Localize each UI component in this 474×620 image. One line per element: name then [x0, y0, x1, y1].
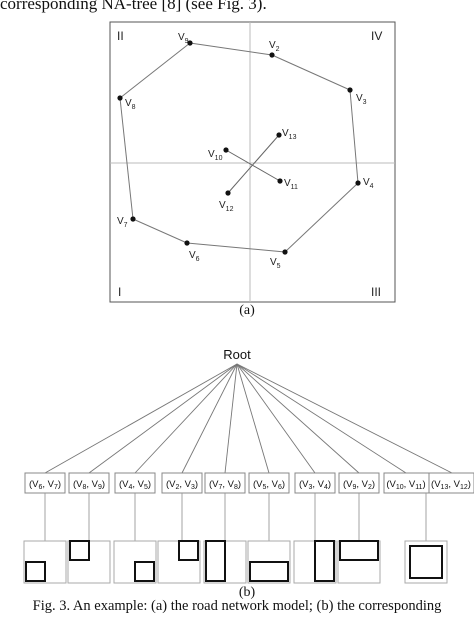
vertex-label-v7: V7	[117, 216, 128, 229]
tree-branch	[236, 363, 316, 474]
tree-node: (V5, V6)	[248, 472, 290, 494]
vertex-label-v13: V13	[282, 128, 297, 141]
road-network-figure: II IV I III	[23, 21, 474, 584]
leaf-mbr	[23, 540, 67, 584]
leaf-mbr	[67, 540, 111, 584]
leaf-mbr-row	[23, 540, 448, 584]
vertex-point-v11	[277, 178, 283, 184]
quadrant-label-3: III	[371, 285, 381, 299]
tree-branch	[134, 363, 238, 474]
tree-branch	[224, 363, 238, 474]
svg-text:(V7, V8): (V7, V8)	[209, 479, 241, 491]
tree-branch	[44, 363, 238, 474]
road-edge	[119, 97, 134, 220]
vertex-label-v12: V12	[219, 200, 234, 213]
svg-text:(V2, V3): (V2, V3)	[166, 479, 198, 491]
vertex-label-v10: V10	[208, 149, 223, 162]
tree-branch	[236, 363, 360, 474]
body-text-line: corresponding NA-tree [8] (see Fig. 3).	[0, 0, 267, 13]
quadrant-label-1: I	[118, 285, 121, 299]
vertex-point-v7	[130, 216, 136, 222]
leaf-mbr	[113, 540, 157, 584]
vertex-point-v5	[282, 249, 288, 255]
leaf-mbr	[293, 540, 337, 584]
road-edge	[225, 149, 281, 182]
road-edge	[119, 42, 191, 99]
svg-text:(V3, V4): (V3, V4)	[299, 479, 331, 491]
vertex-point-v10	[223, 147, 229, 153]
road-edge	[186, 242, 286, 253]
vertex-point-v3	[347, 87, 353, 93]
inner-roads	[225, 134, 281, 194]
tree-branch	[181, 363, 238, 474]
vertex-label-v5: V5	[270, 257, 281, 270]
figure-caption: Fig. 3. An example: (a) the road network…	[32, 598, 442, 614]
tree-node: (V13, V12)	[428, 472, 474, 494]
vertex-dots	[117, 40, 361, 255]
quadrant-label-2: II	[117, 29, 124, 43]
tree-branches	[44, 363, 453, 474]
quadrant-label-4: IV	[371, 29, 382, 43]
tree-branch	[88, 363, 238, 474]
tree-branch	[236, 363, 407, 474]
road-edge	[189, 42, 273, 56]
tree-node: (V7, V8)	[204, 472, 246, 494]
tree-branch	[236, 363, 270, 474]
vertex-point-v8	[117, 95, 123, 101]
leaf-mbr	[247, 540, 291, 584]
tree-root-label: Root	[223, 347, 251, 362]
vertex-label-v6: V6	[189, 250, 200, 263]
subfigure-caption-a: (a)	[239, 303, 255, 318]
tree-branch	[236, 363, 453, 474]
tree-node: (V6, V7)	[24, 472, 66, 494]
tree-node: (V3, V4)	[294, 472, 336, 494]
road-edge	[271, 54, 351, 91]
road-polygon	[119, 42, 359, 253]
vertex-point-v13	[276, 132, 282, 138]
svg-text:(V6, V7): (V6, V7)	[29, 479, 61, 491]
tree-node: (V9, V2)	[338, 472, 380, 494]
vertex-label-v4: V4	[363, 177, 374, 190]
road-edge	[132, 218, 188, 244]
vertex-label-v8: V8	[125, 98, 136, 111]
tree-node: (V4, V5)	[114, 472, 156, 494]
svg-text:(V4, V5): (V4, V5)	[119, 479, 151, 491]
vertex-point-v9	[187, 40, 193, 46]
map-frame	[109, 21, 396, 303]
vertex-label-v11: V11	[284, 178, 298, 191]
leaf-mbr	[337, 540, 381, 584]
vertex-label-v3: V3	[356, 93, 367, 106]
road-edge	[284, 182, 359, 253]
vertex-point-v2	[269, 52, 275, 58]
subfigure-caption-b: (b)	[238, 585, 256, 600]
road-edge	[227, 134, 280, 194]
vertex-label-v2: V2	[269, 40, 280, 53]
tree-node: (V2, V3)	[161, 472, 203, 494]
svg-text:(V8, V9): (V8, V9)	[73, 479, 105, 491]
road-edge	[349, 89, 359, 184]
svg-text:(V5, V6): (V5, V6)	[253, 479, 285, 491]
vertex-point-v12	[225, 190, 231, 196]
vertex-point-v4	[355, 180, 361, 186]
tree-node: (V8, V9)	[68, 472, 110, 494]
leaf-mbr	[157, 540, 201, 584]
leaf-mbr	[203, 540, 247, 584]
tree-node: (V10, V11)	[383, 472, 430, 494]
vertex-label-v9: V9	[178, 32, 189, 45]
vertex-point-v6	[184, 240, 190, 246]
leaf-mbr	[404, 540, 448, 584]
leaf-connectors	[44, 493, 427, 541]
svg-text:(V9, V2): (V9, V2)	[343, 479, 375, 491]
